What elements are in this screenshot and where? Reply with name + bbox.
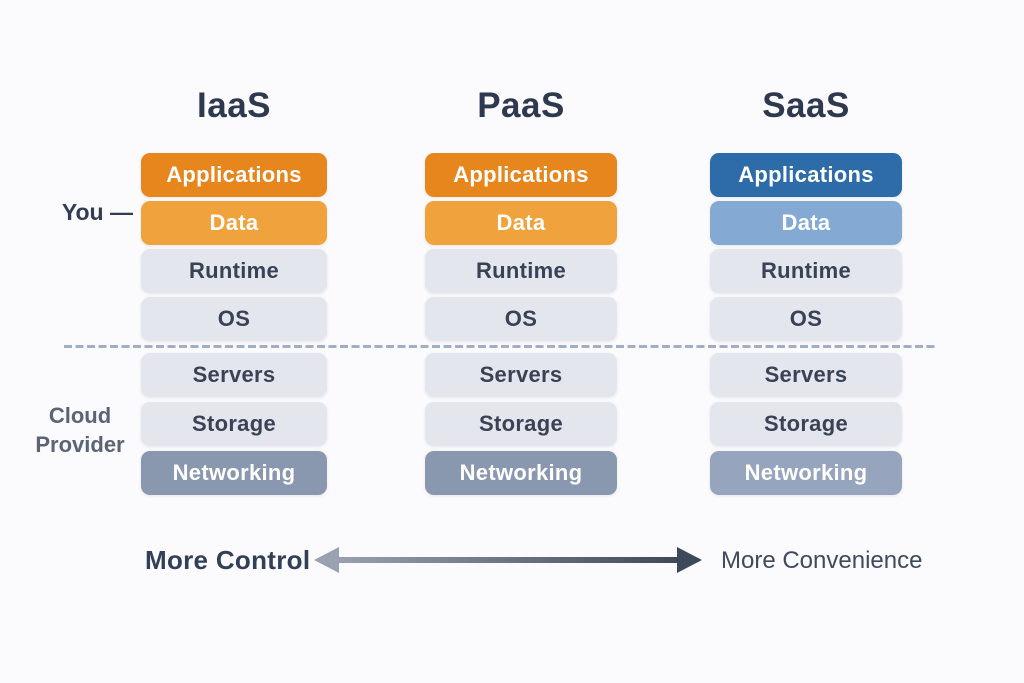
paas-runtime-box: Runtime [425,249,617,293]
paas-os-box: OS [425,297,617,341]
you-section-label: You — [61,199,133,225]
arrow-head-right-icon [677,547,702,573]
cloud-provider-section-label: Cloud Provider [22,401,138,459]
more-convenience-label: More Convenience [721,547,923,574]
paas-storage-box: Storage [425,402,617,446]
arrow-head-left-icon [314,547,339,573]
column-paas: PaaS Applications Data Runtime OS Server… [425,0,617,683]
saas-os-box: OS [710,297,902,341]
column-title-paas: PaaS [477,86,565,125]
saas-servers-box: Servers [710,353,902,397]
saas-data-box: Data [710,201,902,245]
iaas-storage-box: Storage [141,402,327,446]
saas-applications-box: Applications [710,153,902,197]
cloud-provider-label-line1: Cloud [48,403,112,428]
iaas-networking-box: Networking [141,451,327,495]
paas-data-box: Data [425,201,617,245]
column-title-saas: SaaS [762,86,850,125]
column-saas: SaaS Applications Data Runtime OS Server… [710,0,902,683]
iaas-os-box: OS [141,297,327,341]
saas-storage-box: Storage [710,402,902,446]
paas-servers-box: Servers [425,353,617,397]
cloud-provider-label-line2: Provider [35,432,125,457]
saas-networking-box: Networking [710,451,902,495]
saas-runtime-box: Runtime [710,249,902,293]
iaas-servers-box: Servers [141,353,327,397]
iaas-runtime-box: Runtime [141,249,327,293]
arrow-shaft [334,557,682,563]
paas-networking-box: Networking [425,451,617,495]
more-control-label: More Control [145,545,311,575]
column-title-iaas: IaaS [197,86,271,125]
iaas-applications-box: Applications [141,153,327,197]
column-iaas: IaaS Applications Data Runtime OS Server… [141,0,327,683]
paas-applications-box: Applications [425,153,617,197]
iaas-data-box: Data [141,201,327,245]
responsibility-divider-line [64,345,936,348]
control-convenience-arrow [314,547,702,573]
